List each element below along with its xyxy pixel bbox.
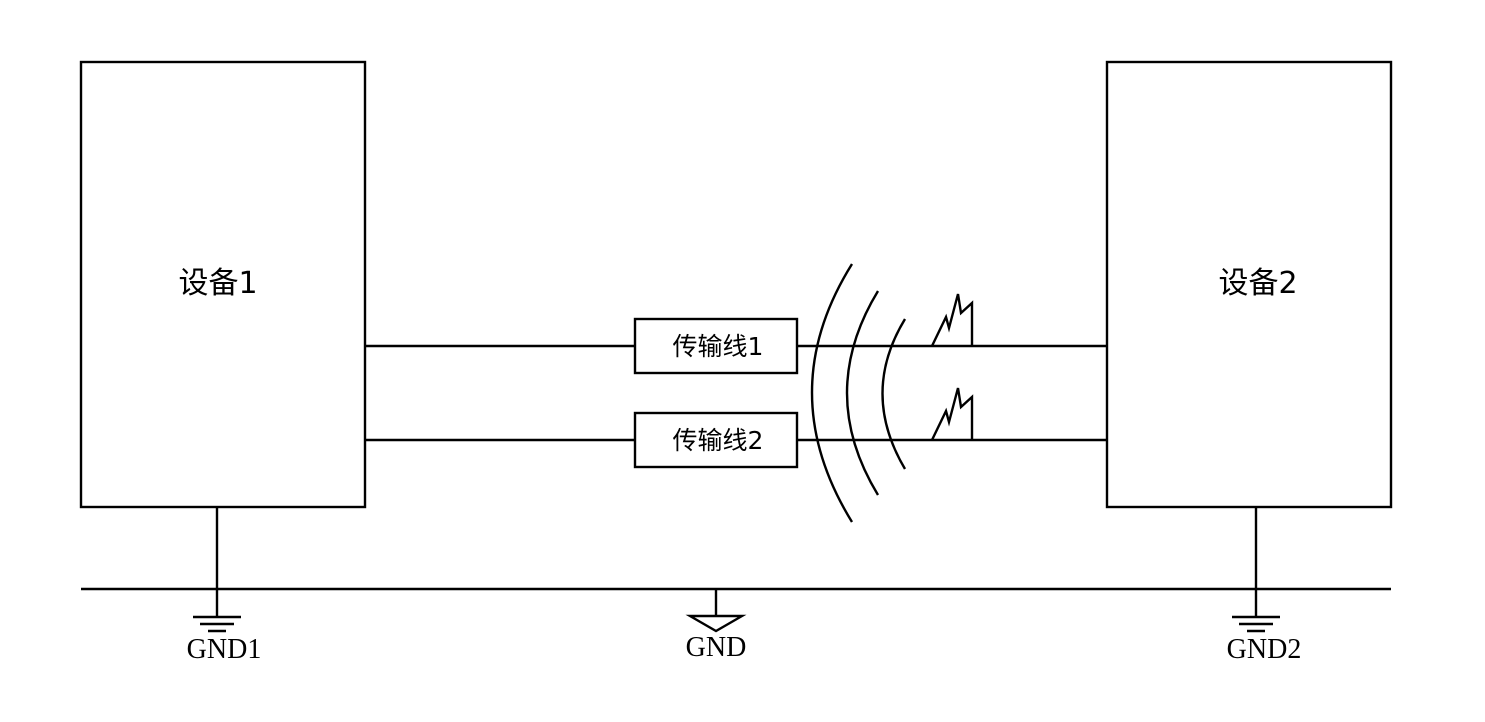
chassis-ground-icon: [685, 614, 747, 633]
device-2-box: [1105, 60, 1393, 509]
earth-ground-1-icon: [193, 615, 241, 633]
device-1-label: 设备1: [178, 266, 257, 301]
gnd1-label: GND1: [187, 634, 262, 665]
gnd-label: GND: [686, 632, 747, 663]
surge-spark-1-icon: [930, 293, 974, 347]
transmission-line-1-box: [633, 317, 799, 375]
interference-wave-middle: [845, 290, 880, 496]
transmission-line-1-label: 传输线1: [673, 332, 764, 361]
surge-spark-2-icon: [930, 387, 974, 441]
gnd2-label: GND2: [1227, 634, 1302, 665]
device-2-label: 设备2: [1218, 266, 1297, 301]
interference-wave-inner: [881, 318, 907, 470]
transmission-line-2-label: 传输线2: [673, 426, 764, 455]
interference-wave-outer: [810, 263, 854, 523]
earth-ground-2-icon: [1232, 615, 1280, 633]
transmission-line-2-box: [633, 411, 799, 469]
device-1-box: [79, 60, 367, 509]
